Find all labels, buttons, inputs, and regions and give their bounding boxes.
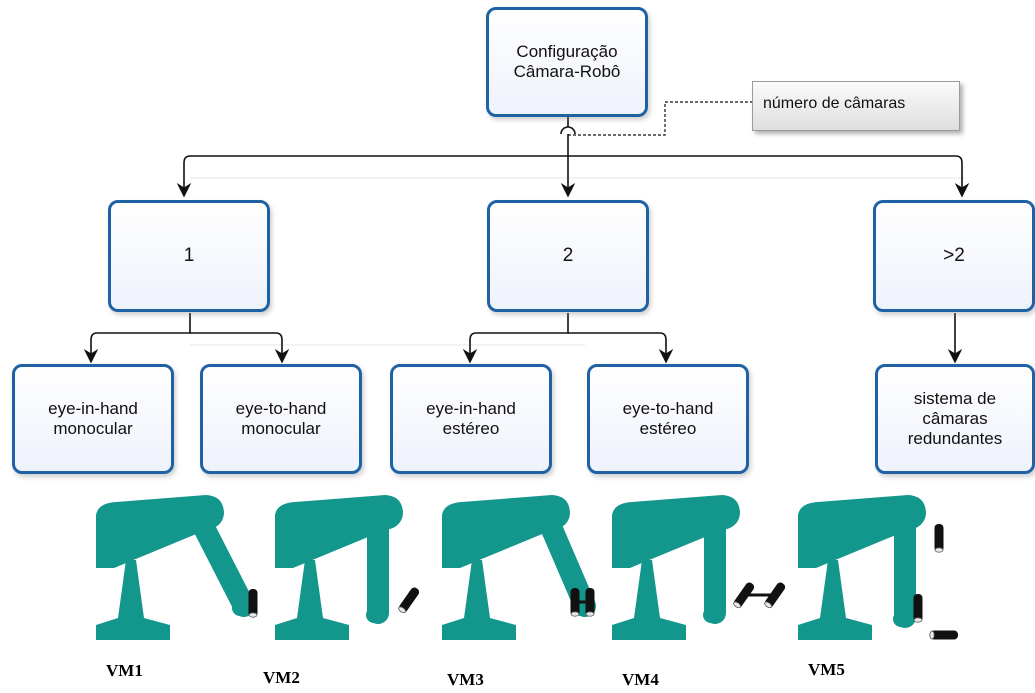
node-eye-to-hand-stereo[interactable]: eye-to-hand estéreo [587, 364, 749, 474]
node-two-cameras[interactable]: 2 [487, 200, 649, 312]
camera-icon [934, 524, 944, 553]
robot-label-vm4: VM4 [622, 670, 659, 689]
robot-illustrations [96, 495, 958, 640]
level2-connectors [83, 313, 963, 364]
robot-label-vm3: VM3 [447, 670, 484, 689]
connector-2-to-eih-st [462, 313, 569, 364]
node-eye-in-hand-stereo[interactable]: eye-in-hand estéreo [390, 364, 552, 474]
node-one-camera[interactable]: 1 [108, 200, 270, 312]
camera-icon [733, 582, 755, 609]
connector-1-to-eih-mono [83, 313, 191, 364]
robot-label-vm1: VM1 [106, 661, 143, 680]
camera-icon [764, 582, 786, 609]
camera-icon [248, 589, 258, 618]
guide-lines [190, 177, 965, 346]
connector-root-to-1 [176, 155, 568, 198]
camera-icon [398, 587, 420, 614]
robot-vm4 [612, 495, 786, 640]
node-eye-in-hand-monocular[interactable]: eye-in-hand monocular [12, 364, 174, 474]
connector-1-to-eth-mono [190, 332, 290, 364]
camera-icon [570, 588, 580, 617]
camera-icon [585, 588, 595, 617]
robot-vm1 [96, 495, 258, 640]
connector-2-to-eth-st [568, 332, 674, 364]
robot-label-vm5: VM5 [808, 660, 845, 679]
node-more-cameras[interactable]: >2 [873, 200, 1035, 312]
connector-junction [560, 126, 576, 135]
camera-icon [913, 594, 923, 623]
camera-icon [929, 630, 958, 640]
root-node[interactable]: Configuração Câmara-Robô [486, 7, 648, 117]
robot-vm3 [442, 495, 596, 640]
robot-vm5 [798, 495, 958, 640]
node-redundant-cameras[interactable]: sistema de câmaras redundantes [875, 364, 1035, 474]
robot-label-vm2: VM2 [263, 668, 300, 687]
node-eye-to-hand-monocular[interactable]: eye-to-hand monocular [200, 364, 362, 474]
connector-root-to-more [568, 155, 970, 198]
robot-vm2 [275, 495, 420, 640]
note-number-of-cameras: número de câmaras [752, 81, 960, 131]
